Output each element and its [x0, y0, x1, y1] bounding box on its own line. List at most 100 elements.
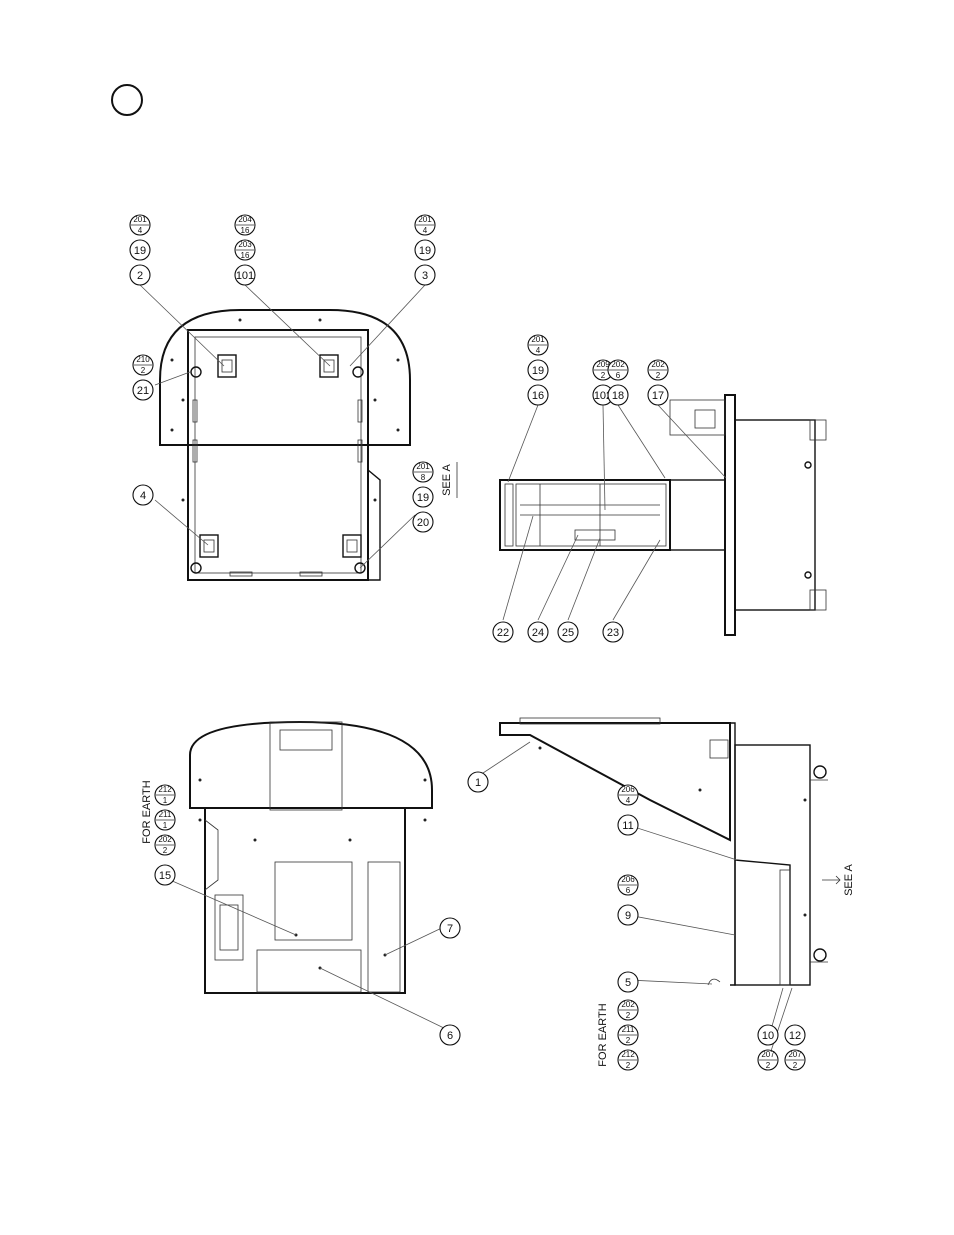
svg-text:24: 24 [532, 627, 544, 639]
svg-text:206: 206 [621, 785, 635, 794]
balloon-6: 6 [440, 1025, 460, 1045]
balloon-2: 2 [130, 265, 150, 285]
balloon-11: 11 [618, 815, 638, 835]
svg-text:204: 204 [238, 215, 252, 224]
svg-text:6: 6 [447, 1030, 453, 1042]
balloon-21: 21 [133, 380, 153, 400]
svg-text:10: 10 [762, 1030, 774, 1042]
svg-text:23: 23 [607, 627, 619, 639]
svg-text:6: 6 [626, 886, 631, 895]
svg-text:3: 3 [422, 270, 428, 282]
svg-text:8: 8 [421, 473, 426, 482]
page-marker-circle [112, 85, 142, 115]
svg-text:2: 2 [793, 1061, 798, 1070]
svg-text:16: 16 [241, 251, 250, 260]
svg-text:1: 1 [475, 777, 481, 789]
svg-text:2: 2 [626, 1036, 631, 1045]
svg-text:207: 207 [761, 1050, 775, 1059]
svg-text:202: 202 [621, 1000, 635, 1009]
balloon-19c: 19 [413, 487, 433, 507]
balloon-3: 3 [415, 265, 435, 285]
svg-text:2: 2 [626, 1061, 631, 1070]
svg-text:211: 211 [159, 810, 172, 819]
svg-text:4: 4 [138, 226, 143, 235]
balloon-18: 18 [608, 385, 628, 405]
balloon-24: 24 [528, 622, 548, 642]
svg-text:206: 206 [621, 875, 635, 884]
view-bottom-plan [140, 285, 425, 580]
svg-text:21: 21 [137, 385, 149, 397]
svg-text:210: 210 [136, 355, 150, 364]
view-front [500, 395, 826, 635]
svg-text:25: 25 [562, 627, 574, 639]
svg-text:201: 201 [416, 462, 430, 471]
svg-text:4: 4 [536, 346, 541, 355]
svg-text:212: 212 [621, 1050, 635, 1059]
view-side [480, 718, 840, 1060]
balloon-7: 7 [440, 918, 460, 938]
svg-text:2: 2 [137, 270, 143, 282]
for-earth-label-top: FOR EARTH [141, 780, 153, 843]
svg-text:2: 2 [601, 371, 606, 380]
svg-text:19: 19 [532, 365, 544, 377]
svg-text:12: 12 [789, 1030, 801, 1042]
svg-text:15: 15 [159, 870, 171, 882]
svg-text:19: 19 [419, 245, 431, 257]
svg-text:101: 101 [236, 270, 254, 282]
balloon-10: 10 [758, 1025, 778, 1045]
svg-text:4: 4 [140, 490, 146, 502]
svg-text:17: 17 [652, 390, 664, 402]
svg-text:207: 207 [788, 1050, 802, 1059]
balloon-17: 17 [648, 385, 668, 405]
svg-text:2: 2 [656, 371, 661, 380]
balloon-22: 22 [493, 622, 513, 642]
svg-text:4: 4 [423, 226, 428, 235]
svg-text:16: 16 [532, 390, 544, 402]
svg-text:9: 9 [625, 910, 631, 922]
balloon-20: 20 [413, 512, 433, 532]
balloon-16: 16 [528, 385, 548, 405]
svg-text:212: 212 [158, 785, 172, 794]
balloon-15: 15 [155, 865, 175, 885]
svg-text:6: 6 [616, 371, 621, 380]
svg-text:211: 211 [622, 1025, 635, 1034]
svg-text:201: 201 [133, 215, 147, 224]
see-a-label-side: SEE A [843, 863, 855, 895]
svg-text:20: 20 [417, 517, 429, 529]
balloon-1: 1 [468, 772, 488, 792]
balloon-9: 9 [618, 905, 638, 925]
svg-text:2: 2 [141, 366, 146, 375]
see-a-label-top: SEE A [441, 463, 453, 495]
balloon-212-2: 2122 [618, 1050, 638, 1070]
svg-text:201: 201 [418, 215, 432, 224]
balloon-12: 12 [785, 1025, 805, 1045]
svg-text:19: 19 [417, 492, 429, 504]
svg-text:11: 11 [622, 820, 633, 832]
balloon-4: 4 [133, 485, 153, 505]
svg-text:201: 201 [531, 335, 545, 344]
balloon-5: 5 [618, 972, 638, 992]
balloon-101: 101 [235, 265, 255, 285]
balloon-19b: 19 [415, 240, 435, 260]
svg-text:202: 202 [611, 360, 625, 369]
balloon-23: 23 [603, 622, 623, 642]
svg-text:4: 4 [626, 796, 631, 805]
balloon-25: 25 [558, 622, 578, 642]
svg-text:22: 22 [497, 627, 509, 639]
svg-text:2: 2 [626, 1011, 631, 1020]
svg-text:2: 2 [163, 846, 168, 855]
balloon-202-2d: 2022 [618, 1000, 638, 1020]
